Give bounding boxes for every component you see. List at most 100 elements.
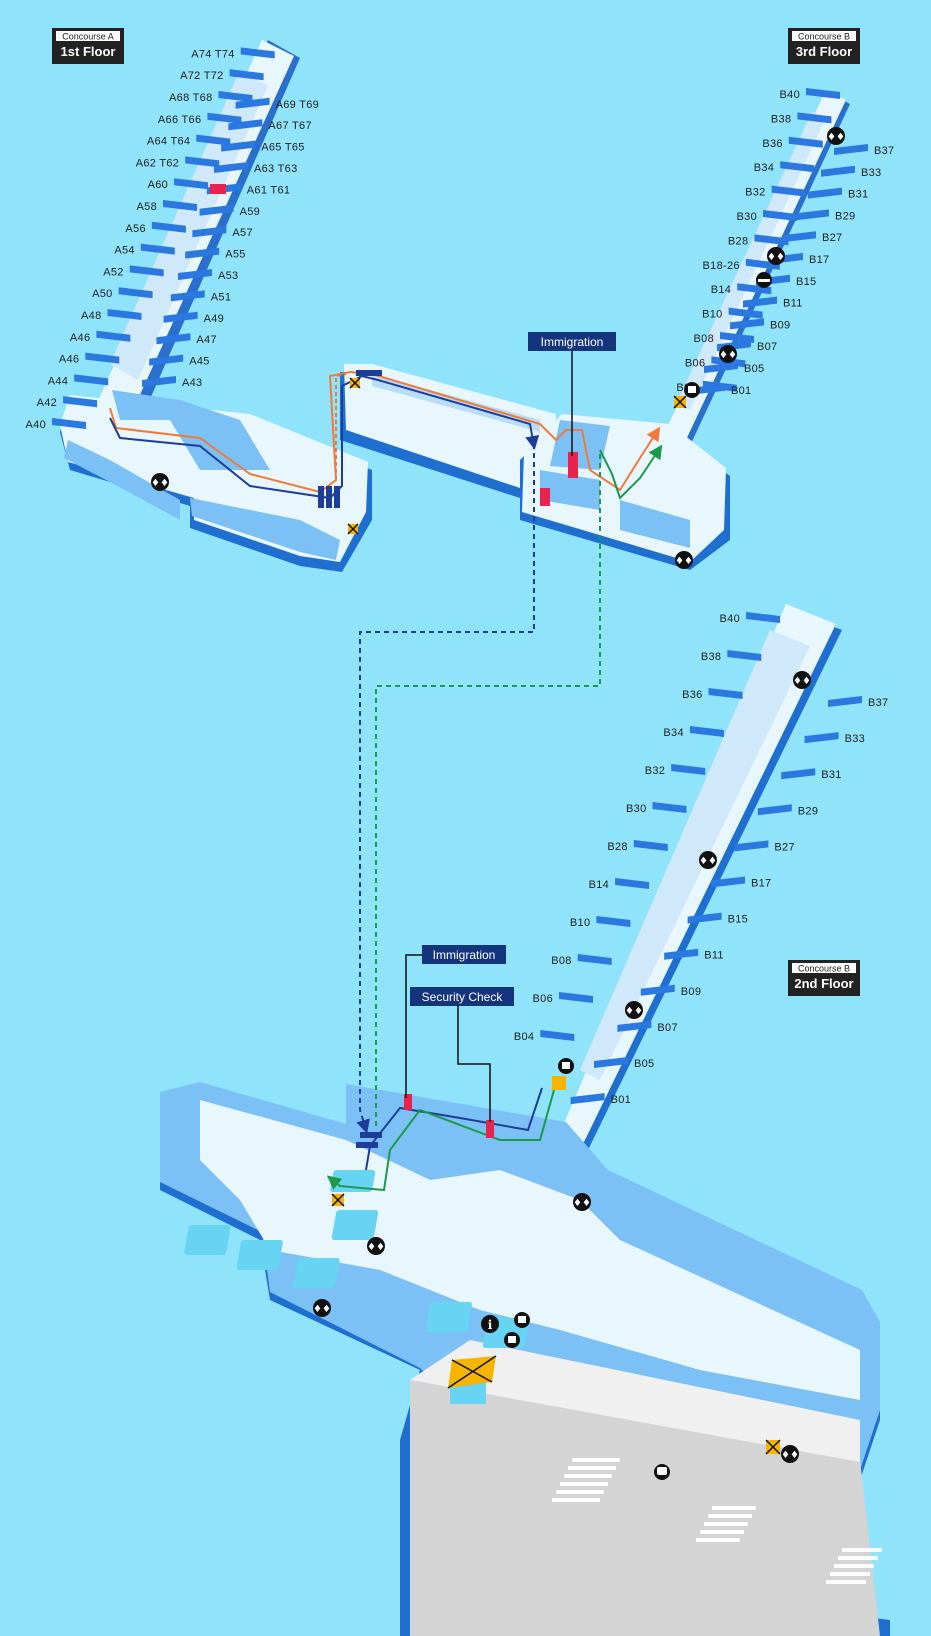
gate-label: B06 (685, 357, 705, 369)
jet-bridge (797, 112, 832, 124)
gate-label: B11 (783, 298, 803, 310)
svg-text:♦♦: ♦♦ (781, 1450, 799, 1461)
immigration-upper-label: Immigration (541, 335, 604, 349)
gate-label: A53 (218, 270, 238, 282)
jet-bridge (806, 88, 840, 99)
jet-bridge (687, 912, 722, 924)
gate-label: A56 (125, 223, 145, 235)
restroom-icon: ♦♦ ♦♦ ♦♦ ♦♦ ♦♦ ♦♦ ♦♦ ♦♦ ♦♦ ♦♦ ♦♦ ♦♦ (151, 127, 845, 1463)
jet-bridge (746, 612, 780, 623)
jet-bridge (229, 69, 264, 81)
gate-label: A64 T64 (147, 136, 190, 148)
jet-bridge (633, 840, 668, 851)
gate-label: A52 (103, 266, 123, 278)
gate-label: B27 (822, 232, 842, 244)
gate-label: A49 (204, 313, 224, 325)
route-blue-upper (109, 374, 540, 500)
jet-bridge (711, 876, 745, 888)
gate-label: A69 T69 (276, 99, 319, 111)
gate-label: A59 (240, 206, 260, 218)
gate-label: B27 (774, 841, 794, 853)
svg-text:♦♦: ♦♦ (675, 556, 693, 567)
phone-icon (504, 382, 700, 1348)
jet-bridge (720, 332, 754, 343)
route-green-lower (326, 1089, 555, 1192)
gate-label: A46 (59, 354, 79, 366)
jet-bridge (795, 209, 829, 221)
jet-bridge (218, 91, 253, 102)
jet-bridge (617, 1020, 652, 1032)
floor-tag-concourse-name: Concourse B (798, 964, 850, 974)
gate-label: B36 (682, 689, 702, 701)
gate-label: A45 (189, 356, 209, 368)
gate-label: A66 T66 (158, 114, 201, 126)
jet-bridge (163, 311, 198, 323)
floor-tag-concourse-b-2f: Concourse B 2nd Floor (788, 960, 860, 996)
gate-label: B06 (533, 993, 553, 1005)
gate-label: A42 (37, 397, 57, 409)
jet-bridge (151, 221, 186, 233)
gate-label: B33 (861, 167, 881, 179)
jet-bridge (757, 804, 792, 816)
jet-bridge (142, 376, 176, 387)
jet-bridge (196, 134, 231, 146)
gate-label: A43 (182, 377, 202, 389)
jet-bridge (781, 768, 816, 780)
jet-bridge (559, 992, 593, 1003)
jet-bridge (728, 307, 763, 319)
floor-tag-concourse-b-3f: Concourse B 3rd Floor (788, 28, 860, 64)
svg-text:♦♦: ♦♦ (367, 1242, 385, 1253)
jet-bridge (235, 97, 270, 109)
jet-bridge (228, 119, 263, 131)
info-icon: i (481, 1315, 499, 1333)
gate-label: B29 (835, 210, 855, 222)
escalator-icon (318, 370, 382, 1148)
gate-label: B07 (757, 341, 777, 353)
gate-label: B33 (845, 733, 865, 745)
gate-label: A58 (137, 201, 157, 213)
jet-bridge (185, 156, 220, 168)
svg-text:♦♦: ♦♦ (767, 252, 785, 263)
jet-bridge (174, 178, 209, 190)
gate-label: B04 (514, 1031, 534, 1043)
gate-label: A72 T72 (180, 70, 223, 82)
jet-bridge (828, 696, 862, 707)
jet-bridge (156, 333, 191, 345)
jet-bridge (594, 1057, 628, 1068)
gate-label: A48 (81, 310, 101, 322)
jet-bridge (570, 1093, 605, 1105)
gate-label: B31 (848, 189, 868, 201)
concourse-a-left-gates: A40A42A44A46A46A48A50A52A54A56A58A60A62 … (26, 47, 275, 431)
gate-label: B18-26 (703, 260, 740, 272)
crosswalks (552, 1458, 882, 1584)
gate-label: B10 (570, 917, 590, 929)
gate-label: A44 (48, 375, 68, 387)
gate-label: A65 T65 (261, 142, 304, 154)
jet-bridge (788, 136, 823, 148)
jet-bridge (821, 165, 855, 177)
jet-bridge (596, 916, 631, 927)
jet-bridge (671, 764, 706, 775)
jet-bridge (734, 840, 769, 852)
jet-bridge (745, 258, 780, 270)
jet-bridge (640, 984, 675, 996)
jet-bridge (754, 234, 789, 246)
svg-text:♦♦: ♦♦ (573, 1198, 591, 1209)
gate-label: B08 (694, 333, 714, 345)
gate-label: B08 (551, 955, 571, 967)
gate-label: A54 (114, 245, 134, 257)
jet-bridge (207, 112, 242, 124)
gate-label: A74 T74 (191, 48, 234, 60)
route-lines (109, 370, 663, 1192)
gate-label: B01 (611, 1094, 631, 1106)
svg-text:♦♦: ♦♦ (313, 1304, 331, 1315)
jet-bridge (74, 374, 109, 386)
floor-tag-concourse-name: Concourse B (798, 32, 850, 42)
floor-tag-floor-name: 2nd Floor (794, 976, 853, 991)
gate-label: A40 (26, 419, 46, 431)
gate-label: B37 (868, 697, 888, 709)
